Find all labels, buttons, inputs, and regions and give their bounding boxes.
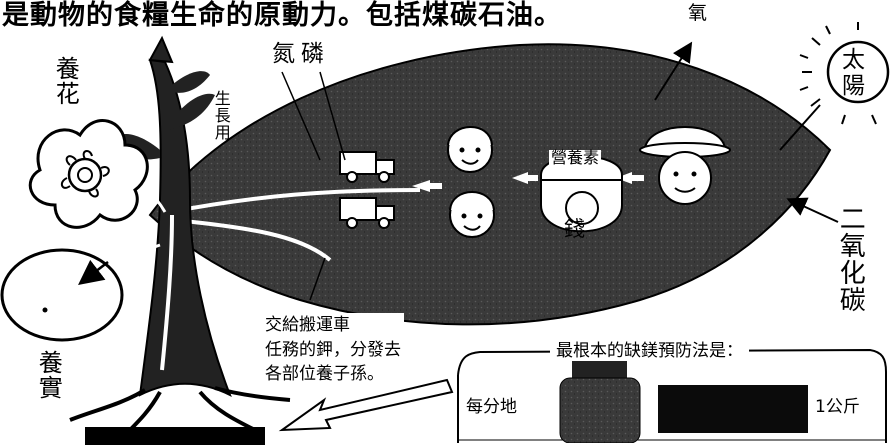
plant-icon (138, 58, 232, 398)
instruction-line: 交給搬運車 (265, 315, 350, 335)
oxygen-arrow (654, 41, 693, 101)
arrow-icon (278, 378, 454, 432)
worker-face-icon (449, 191, 495, 238)
plant-leaf (172, 71, 210, 93)
redacted-block (658, 385, 808, 433)
flower-icon (28, 119, 149, 229)
instruction-line: 各部位養子孫。 (265, 364, 384, 385)
sun-icon (799, 22, 890, 125)
oxygen-label: 氧 (688, 2, 708, 24)
farmer-face-icon (639, 126, 731, 205)
sun-label-top: 太 (842, 47, 865, 73)
instruction-line: 任務的鉀，分發去 (265, 339, 401, 360)
fruit-label: 養實 (34, 350, 63, 400)
nutrient-label: 營養素 (549, 148, 602, 167)
trunk-flow-arrow (111, 243, 161, 270)
redacted-bar (85, 427, 265, 445)
co2-label: 二氧化碳 (835, 205, 866, 313)
label-pointer (281, 71, 321, 161)
label-pointer (319, 71, 346, 161)
root-icon (69, 386, 291, 437)
prevention-box-title: 最根本的缺鎂預防法是： (550, 342, 749, 361)
truck-icon (339, 197, 395, 229)
bottle-icon (559, 355, 641, 443)
leaf-vein (174, 218, 332, 262)
label-pointer (309, 257, 326, 301)
sun-label-bottom: 陽 (842, 73, 865, 99)
plant-leaf (168, 93, 215, 130)
money-label: 錢 (564, 217, 585, 241)
plant-bud (148, 35, 174, 64)
flow-arrow-icon (412, 172, 644, 192)
truck-icon (339, 151, 395, 183)
headline-text: 是動物的食糧生命的原動力。包括煤碳石油。 (2, 0, 562, 31)
per-area-label: 每分地 (466, 397, 517, 417)
leaf-vein (169, 188, 421, 214)
instruction-text: 交給搬運車 任務的鉀，分發去 各部位養子孫。 (262, 313, 404, 387)
leaf-icon (148, 43, 832, 326)
co2-arrow (786, 197, 839, 223)
nitrogen-phosphorus-label: 氮磷 (272, 41, 330, 67)
prevention-box-frame (457, 348, 887, 443)
growth-label: 生長用 (211, 90, 231, 141)
flower-label: 養花 (51, 56, 80, 106)
amount-label: 1公斤 (815, 397, 860, 417)
trunk-flow-arrow (160, 214, 174, 371)
fruit-icon (0, 248, 124, 342)
worker-face-icon (447, 126, 493, 173)
sunlight-arrow (779, 104, 821, 151)
